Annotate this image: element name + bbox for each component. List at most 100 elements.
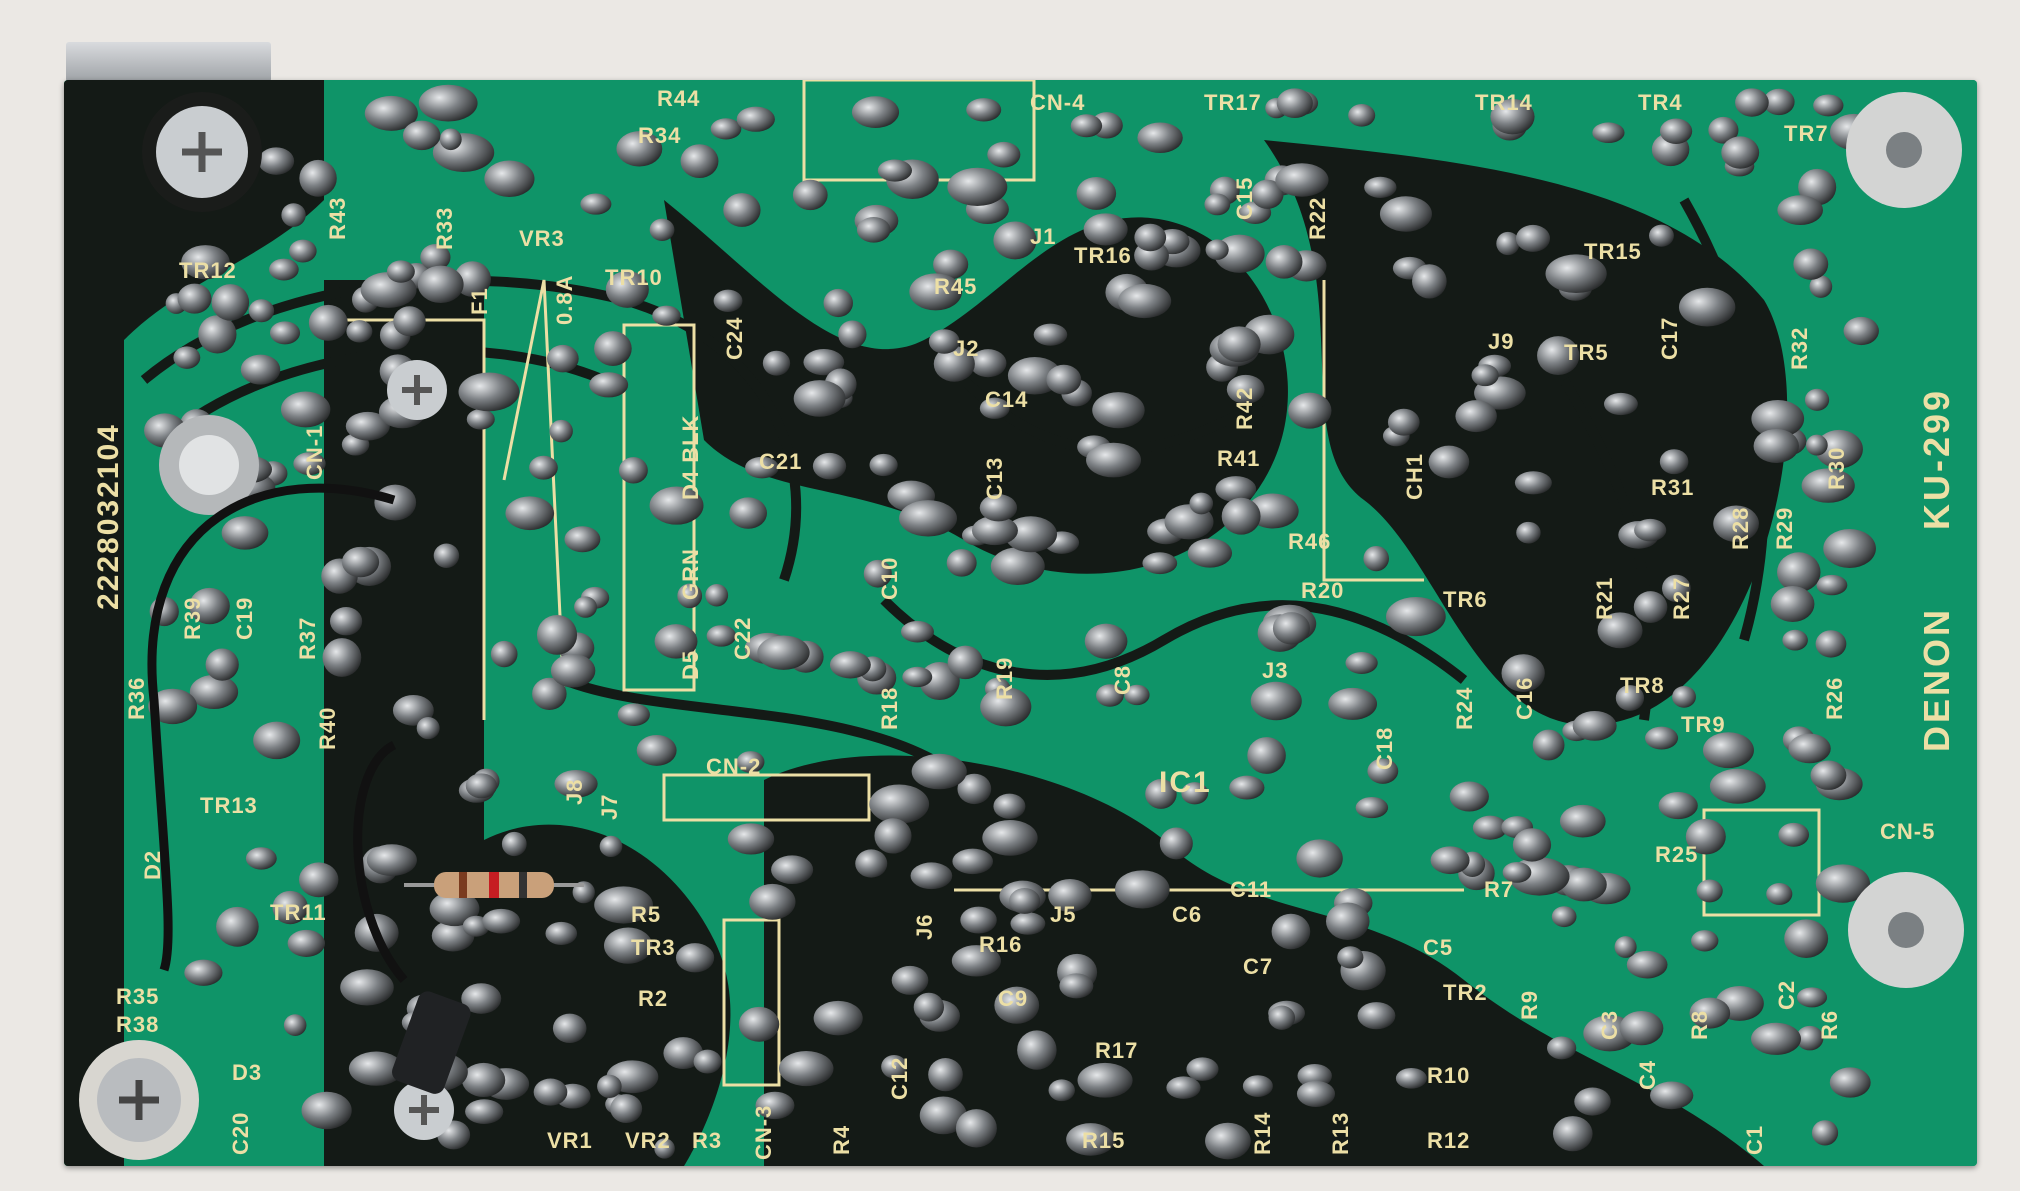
- solder-joint: [1770, 586, 1815, 622]
- solder-joint: [1296, 839, 1343, 878]
- solder-joint: [1778, 822, 1810, 847]
- silk-label: C4: [1635, 1059, 1660, 1090]
- silk-label: D2: [140, 849, 165, 880]
- silk-label: CN-4: [1030, 90, 1086, 115]
- solder-joint: [990, 547, 1045, 586]
- solder-joint: [675, 943, 715, 973]
- solder-joint: [1247, 737, 1286, 774]
- solder-joint: [919, 1096, 967, 1135]
- silk-label: TR13: [200, 793, 258, 818]
- solder-joint: [1502, 862, 1532, 883]
- solder-joint: [1661, 574, 1691, 603]
- solder-joint: [345, 411, 390, 441]
- solder-joint: [461, 1062, 506, 1098]
- pcb-board: DENON KU-299 2228032104 CN-4 TR17 TR14 T…: [64, 80, 1977, 1166]
- solder-joint: [532, 677, 567, 710]
- solder-joint: [1186, 1057, 1219, 1081]
- solder-joint: [1815, 630, 1847, 658]
- solder-joint: [1134, 223, 1167, 252]
- solder-joint: [1124, 684, 1150, 706]
- capacitor-component: [392, 991, 471, 1094]
- solder-joint: [1721, 136, 1760, 169]
- solder-joint: [617, 703, 650, 727]
- solder-joint: [466, 408, 495, 430]
- solder-joint: [1010, 912, 1046, 935]
- silk-label: R32: [1787, 326, 1812, 370]
- solder-joint: [1547, 1036, 1577, 1060]
- solder-joint: [1782, 629, 1808, 651]
- silk-label: R38: [116, 1012, 160, 1037]
- silk-label: D3: [232, 1060, 263, 1085]
- silk-label: TR12: [179, 258, 237, 283]
- silk-label: R22: [1305, 196, 1330, 240]
- solder-joint: [1823, 528, 1876, 569]
- solder-joint: [1250, 681, 1302, 721]
- solder-joint: [1205, 1122, 1251, 1160]
- solder-joint: [928, 1058, 963, 1092]
- solder-joint: [713, 289, 743, 312]
- solder-joint: [269, 321, 301, 345]
- solder-joint: [1496, 231, 1520, 256]
- solder-joint: [1077, 1062, 1133, 1098]
- solder-joint: [1501, 654, 1545, 692]
- silk-label: TR9: [1681, 712, 1726, 737]
- screw-center: [387, 360, 447, 420]
- silk-label: R15: [1082, 1128, 1126, 1153]
- solder-joint: [533, 1078, 568, 1106]
- solder-joint: [1251, 179, 1284, 209]
- solder-joint: [654, 1138, 675, 1159]
- solder-joint: [465, 773, 498, 799]
- solder-joint: [1659, 449, 1689, 475]
- solder-joint: [1619, 1010, 1664, 1046]
- solder-joint: [952, 848, 993, 875]
- silk-label: TR5: [1564, 340, 1609, 365]
- solder-joint: [1345, 651, 1378, 674]
- silk-label: C16: [1512, 676, 1537, 720]
- solder-joint: [1096, 684, 1124, 707]
- silk-label: TR16: [1074, 243, 1132, 268]
- solder-joint: [1363, 545, 1389, 572]
- solder-joint: [1843, 316, 1879, 346]
- solder-joint: [1204, 193, 1231, 216]
- silk-label: C11: [1230, 877, 1273, 902]
- solder-joint: [552, 1013, 587, 1044]
- solder-joint: [1751, 399, 1805, 438]
- solder-joint: [1187, 538, 1233, 568]
- silk-label: R35: [116, 984, 160, 1009]
- solder-joint: [966, 98, 1002, 122]
- solder-joint: [994, 986, 1040, 1024]
- solder-joint: [1325, 902, 1370, 940]
- solder-joint: [1516, 521, 1541, 544]
- silk-label: R37: [295, 616, 320, 660]
- solder-joint: [636, 734, 677, 766]
- part-number-label: 2228032104: [92, 423, 125, 610]
- solder-joint: [909, 273, 962, 311]
- silk-label: F1: [467, 287, 492, 315]
- solder-joint: [402, 120, 441, 151]
- solder-joint: [1708, 116, 1739, 144]
- solder-joint: [198, 315, 237, 354]
- solder-joint: [851, 96, 900, 128]
- silk-label: TR11: [270, 900, 327, 925]
- solder-joint: [293, 452, 326, 476]
- solder-joint: [1649, 224, 1674, 247]
- solder-joint: [1205, 239, 1229, 260]
- silk-label: 0.8A: [552, 274, 577, 325]
- black-wire: [147, 483, 396, 972]
- silk-label: R2: [638, 986, 669, 1011]
- solder-joint: [1428, 445, 1470, 479]
- solder-joint: [856, 217, 891, 243]
- resistor-component: [404, 872, 584, 898]
- solder-joint: [1551, 906, 1577, 928]
- solder-joint: [1275, 163, 1329, 197]
- solder-joint: [1545, 254, 1607, 294]
- solder-joint: [461, 983, 502, 1014]
- solder-joint: [1142, 552, 1178, 575]
- solder-joint: [736, 106, 775, 132]
- solder-joint: [287, 929, 326, 957]
- solder-joint: [1449, 781, 1489, 812]
- solder-joint: [439, 128, 462, 151]
- solder-joint: [1076, 176, 1117, 210]
- solder-joint: [1805, 434, 1828, 456]
- silk-label: R7: [1484, 877, 1515, 902]
